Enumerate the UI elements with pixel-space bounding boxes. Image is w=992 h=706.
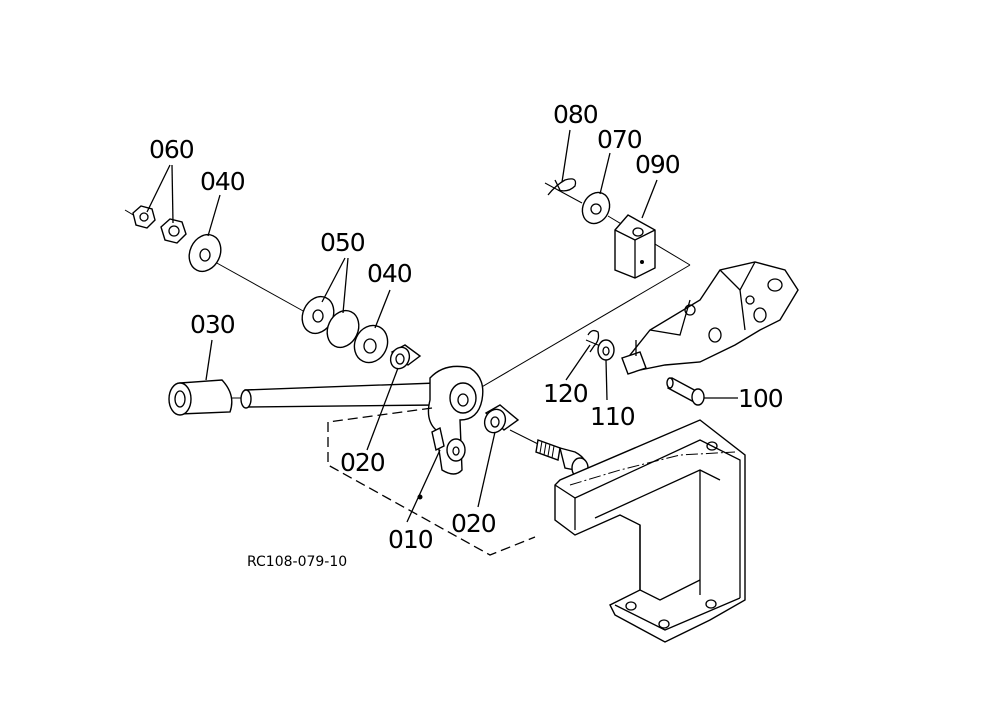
snap-pin-120 bbox=[587, 329, 600, 353]
reference-code: RC108-079-10 bbox=[247, 554, 347, 570]
knob-030 bbox=[168, 379, 233, 416]
label-030: 030 bbox=[190, 310, 235, 339]
plate-090 bbox=[614, 214, 656, 279]
washer-050-b bbox=[326, 309, 360, 349]
label-050: 050 bbox=[320, 228, 365, 257]
pin-100 bbox=[666, 377, 705, 406]
bushing-020-lower bbox=[483, 404, 520, 434]
washer-040-left bbox=[188, 233, 222, 273]
label-070: 070 bbox=[597, 125, 642, 154]
label-010: 010 bbox=[388, 525, 433, 554]
label-100: 100 bbox=[738, 384, 783, 413]
label-080: 080 bbox=[553, 100, 598, 129]
part-labels: 060 040 050 040 030 020 020 010 080 070 … bbox=[149, 100, 784, 554]
label-020-upper: 020 bbox=[340, 448, 385, 477]
label-090: 090 bbox=[635, 150, 680, 179]
label-020-lower: 020 bbox=[451, 509, 496, 538]
nut-060-left bbox=[132, 205, 156, 229]
nut-060-right bbox=[160, 218, 187, 244]
label-040-left: 040 bbox=[200, 167, 245, 196]
assembly-010-boundary bbox=[327, 407, 536, 556]
mounting-bracket bbox=[554, 419, 746, 643]
washer-110 bbox=[597, 339, 615, 361]
label-110: 110 bbox=[590, 402, 635, 431]
bushing-020-upper bbox=[389, 344, 422, 370]
snap-pin-080 bbox=[547, 178, 577, 196]
control-valve bbox=[621, 261, 799, 375]
leader-lines bbox=[146, 129, 738, 523]
washer-040-right bbox=[353, 324, 389, 364]
lever-010 bbox=[240, 365, 484, 500]
label-120: 120 bbox=[543, 379, 588, 408]
label-040-right: 040 bbox=[367, 259, 412, 288]
washer-070 bbox=[581, 191, 611, 225]
label-060: 060 bbox=[149, 135, 194, 164]
